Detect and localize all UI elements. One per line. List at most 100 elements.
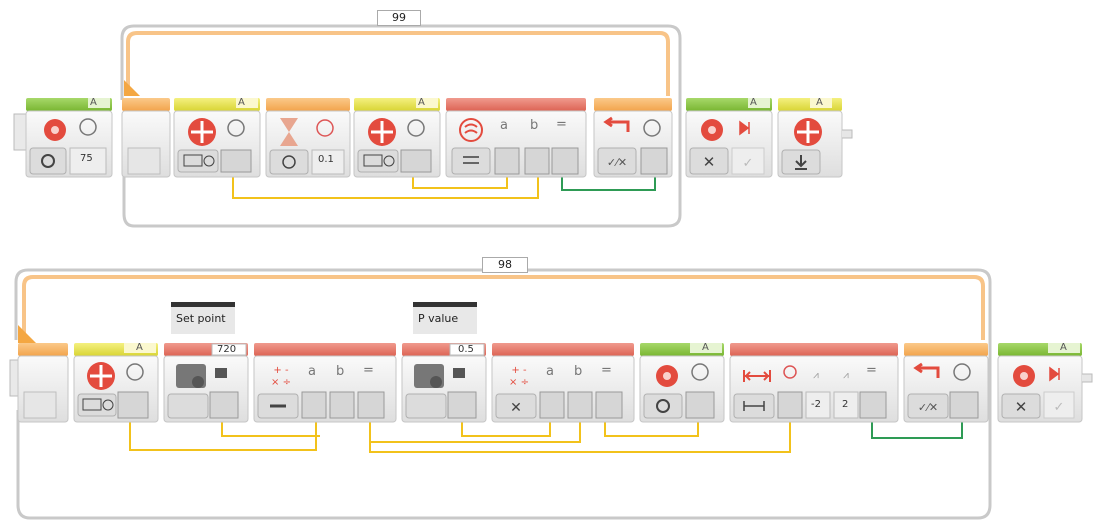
comment-setpoint[interactable]: Set point bbox=[171, 302, 235, 334]
loop-exit-block-2[interactable]: ✓⁄✕ bbox=[903, 343, 989, 423]
compare-b-label: b bbox=[530, 118, 539, 133]
logic-mode-button[interactable] bbox=[907, 393, 949, 419]
math1-result-label: = bbox=[363, 363, 374, 378]
svg-text:+ -: + - bbox=[273, 365, 289, 376]
wait-timer-block[interactable] bbox=[265, 98, 351, 178]
motor-sensor-block-2[interactable] bbox=[353, 98, 441, 178]
svg-text:✓⁄✕: ✓⁄✕ bbox=[918, 401, 938, 414]
port-label: A bbox=[418, 97, 425, 108]
loop-2-arrow bbox=[18, 325, 36, 343]
range-icon bbox=[743, 370, 771, 382]
pvalue-constant-block[interactable] bbox=[401, 343, 487, 423]
loop-interrupt-icon bbox=[913, 362, 940, 378]
speed-icon bbox=[691, 363, 709, 381]
rotation-reset-block[interactable] bbox=[777, 98, 843, 178]
medium-motor-block-1[interactable] bbox=[25, 98, 113, 178]
medium-motor-stop-block[interactable]: ✕ ✓ bbox=[685, 98, 773, 178]
motor-off-button[interactable] bbox=[1001, 393, 1041, 419]
motor-sensor-block-1[interactable] bbox=[173, 98, 261, 178]
wait-seconds-value: 0.1 bbox=[318, 154, 334, 165]
compare-result-label: = bbox=[556, 117, 567, 132]
range-high-value: 2 bbox=[842, 399, 849, 410]
svg-text:✕: ✕ bbox=[703, 153, 716, 171]
wait-seconds-input[interactable] bbox=[311, 149, 345, 175]
range-low-input[interactable] bbox=[805, 391, 831, 419]
lock-icon bbox=[215, 368, 227, 378]
port-label: A bbox=[90, 97, 97, 108]
constant-mode-button[interactable] bbox=[167, 393, 209, 419]
compare-a-label: a bbox=[500, 118, 508, 133]
port-label: A bbox=[1060, 342, 1067, 353]
rotate-icon bbox=[41, 154, 55, 168]
loop-start-block-1[interactable] bbox=[121, 98, 171, 178]
comment-pvalue[interactable]: P value bbox=[413, 302, 477, 334]
timer-icon bbox=[316, 119, 334, 137]
motor-power-value: 75 bbox=[80, 153, 93, 164]
stop-icon bbox=[739, 120, 750, 136]
loop-1[interactable] bbox=[120, 24, 682, 228]
test-icon bbox=[783, 365, 797, 379]
pvalue-value: 0.5 bbox=[458, 344, 474, 355]
constant-mode-button[interactable] bbox=[405, 393, 447, 419]
loop-interrupt-icon bbox=[603, 116, 630, 132]
math-multiply-block[interactable]: + - × ÷ ✕ bbox=[491, 343, 635, 423]
loop-2[interactable] bbox=[14, 268, 992, 520]
port-label: A bbox=[136, 342, 143, 353]
power-input[interactable] bbox=[69, 147, 107, 175]
loop-start-block-2[interactable] bbox=[17, 343, 69, 423]
loop-1-counter: 99 bbox=[377, 10, 421, 26]
compare-mode-button[interactable] bbox=[451, 147, 491, 175]
range-high-input[interactable] bbox=[833, 391, 859, 419]
hourglass-icon bbox=[280, 118, 298, 146]
loop-1-arrow bbox=[124, 80, 140, 96]
math-subtract-block[interactable]: + - × ÷ bbox=[253, 343, 397, 423]
logic-icon bbox=[953, 363, 971, 381]
loop-2-counter: 98 bbox=[482, 257, 528, 273]
medium-motor-block-2[interactable] bbox=[639, 343, 725, 423]
compare-icon bbox=[459, 118, 483, 142]
range-low-value: -2 bbox=[811, 399, 821, 410]
port-label: A bbox=[750, 97, 757, 108]
svg-text:× ÷: × ÷ bbox=[271, 377, 291, 388]
math1-a-label: a bbox=[308, 364, 316, 379]
motor-mode-button[interactable] bbox=[29, 147, 67, 175]
motor-off-button[interactable] bbox=[689, 147, 729, 175]
loop-exit-block-1[interactable]: ✓⁄✕ bbox=[593, 98, 673, 178]
degrees-icon bbox=[407, 119, 425, 137]
rotate-icon bbox=[656, 399, 670, 413]
motor-sensor-block-3[interactable] bbox=[73, 343, 159, 423]
comment-text: Set point bbox=[176, 312, 226, 325]
setpoint-value: 720 bbox=[217, 344, 237, 355]
range-block[interactable]: ⩘ ⩘ bbox=[729, 343, 899, 423]
math2-b-label: b bbox=[574, 364, 583, 379]
degrees-icon bbox=[126, 363, 144, 381]
svg-text:✕: ✕ bbox=[510, 400, 522, 416]
range-result-label: = bbox=[866, 363, 877, 378]
logic-mode-button[interactable] bbox=[597, 147, 637, 175]
medium-motor-stop-block-2[interactable]: ✕ ✓ bbox=[997, 343, 1083, 423]
math1-b-label: b bbox=[336, 364, 345, 379]
degrees-icon bbox=[227, 119, 245, 137]
setpoint-constant-block[interactable] bbox=[163, 343, 249, 423]
port-label: A bbox=[238, 97, 245, 108]
wait-mode-button[interactable] bbox=[269, 149, 309, 175]
comment-text: P value bbox=[418, 312, 459, 325]
svg-text:✓: ✓ bbox=[1054, 400, 1065, 415]
stop-icon bbox=[1049, 366, 1060, 382]
svg-text:× ÷: × ÷ bbox=[509, 377, 529, 388]
wires-row-2 bbox=[129, 405, 963, 453]
speed-icon bbox=[79, 118, 97, 136]
end-connector-1 bbox=[842, 129, 853, 139]
port-label: A bbox=[702, 342, 709, 353]
port-label: A bbox=[816, 97, 823, 108]
math-mode-button[interactable] bbox=[495, 393, 537, 419]
upper-bound-icon: ⩘ bbox=[843, 370, 849, 381]
end-connector-2 bbox=[1082, 373, 1093, 383]
svg-text:✓⁄✕: ✓⁄✕ bbox=[607, 156, 627, 169]
motor-mode-button[interactable] bbox=[643, 393, 683, 419]
svg-text:✕: ✕ bbox=[1015, 398, 1028, 416]
compare-block-1[interactable] bbox=[445, 98, 587, 178]
sensor-mode-button[interactable] bbox=[77, 393, 117, 417]
svg-text:✓: ✓ bbox=[743, 156, 754, 171]
